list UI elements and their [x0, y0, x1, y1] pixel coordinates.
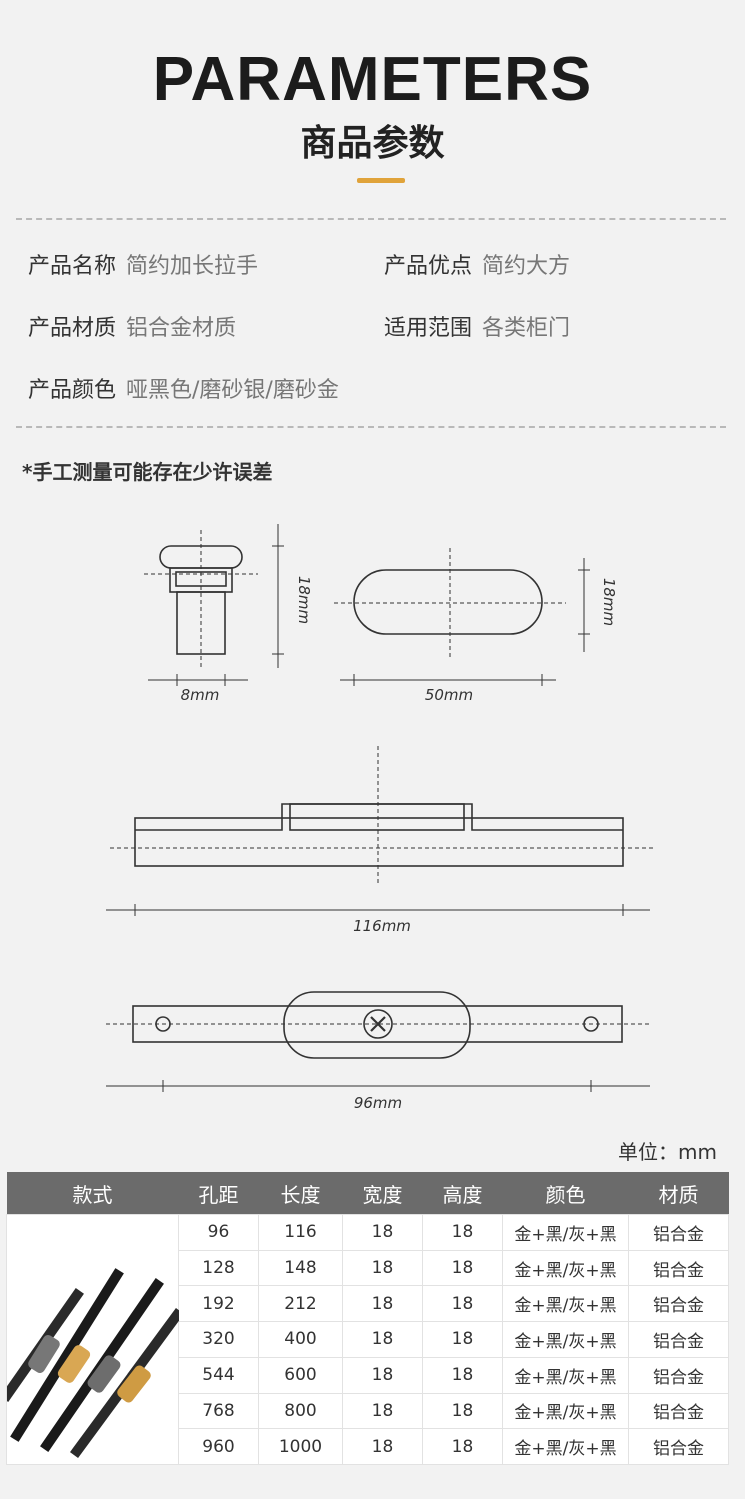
table-row: 96 116 18 18 金+黑/灰+黑 铝合金: [0, 1214, 729, 1465]
cell-hole-distance: 192: [178, 1285, 259, 1323]
technical-drawings: 18mm 8mm 18mm 50mm 116mm 96mm: [106, 524, 654, 1112]
cell-hole-distance: 320: [178, 1321, 259, 1358]
param-label: 产品颜色: [28, 378, 117, 403]
handles-illustration: [0, 1268, 184, 1458]
cell-material: 铝合金: [628, 1428, 729, 1465]
side-width-label: 8mm: [181, 686, 220, 704]
cell-height: 18: [422, 1249, 503, 1287]
cell-color: 金+黑/灰+黑: [502, 1321, 629, 1358]
param-value: 铝合金材质: [126, 316, 237, 341]
col-header: 长度: [258, 1172, 343, 1215]
top-height-label: 18mm: [600, 578, 618, 626]
cell-hole-distance: 960: [178, 1428, 259, 1465]
cell-material: 铝合金: [628, 1356, 729, 1394]
cell-color: 金+黑/灰+黑: [502, 1249, 629, 1287]
param-label: 产品名称: [28, 254, 117, 279]
page-title-cn: 商品参数: [300, 123, 445, 164]
param-label: 产品材质: [28, 316, 117, 341]
table-row: 192 212 18 18 金+黑/灰+黑 铝合金: [7, 1285, 729, 1323]
cell-length: 148: [258, 1249, 343, 1287]
side-height-label: 18mm: [295, 576, 313, 624]
param-value: 哑黑色/磨砂银/磨砂金: [126, 378, 339, 403]
cell-color: 金+黑/灰+黑: [502, 1428, 629, 1465]
spec-table: 款式 孔距 长度 宽度 高度 颜色 材质: [0, 1172, 729, 1465]
cell-length: 600: [258, 1356, 343, 1394]
param-product-advantage: 产品优点简约大方: [384, 248, 570, 280]
col-header: 高度: [422, 1172, 503, 1215]
table-row: 128 148 18 18 金+黑/灰+黑 铝合金: [7, 1249, 729, 1287]
col-header: 孔距: [178, 1172, 259, 1215]
cell-width: 18: [342, 1428, 423, 1465]
cell-width: 18: [342, 1392, 423, 1430]
cell-height: 18: [422, 1321, 503, 1358]
unit-label: 单位：mm: [618, 1140, 717, 1164]
cell-material: 铝合金: [628, 1392, 729, 1430]
param-product-material: 产品材质铝合金材质: [28, 310, 236, 342]
measurement-note: *手工测量可能存在少许误差: [22, 460, 273, 484]
table-header-row: 款式 孔距 长度 宽度 高度 颜色 材质: [6, 1172, 729, 1215]
param-value: 简约大方: [482, 254, 571, 279]
hole-distance-label: 96mm: [354, 1094, 402, 1112]
page-title-en: PARAMETERS: [152, 45, 593, 114]
cell-color: 金+黑/灰+黑: [502, 1214, 629, 1251]
cell-width: 18: [342, 1321, 423, 1358]
cell-color: 金+黑/灰+黑: [502, 1392, 629, 1430]
cell-length: 116: [258, 1214, 343, 1251]
cell-length: 800: [258, 1392, 343, 1430]
cell-width: 18: [342, 1285, 423, 1323]
cell-hole-distance: 768: [178, 1392, 259, 1430]
top-view-drawing: [334, 548, 590, 686]
cell-height: 18: [422, 1214, 503, 1251]
product-image: [0, 1214, 184, 1465]
top-width-label: 50mm: [425, 686, 473, 704]
col-header: 材质: [628, 1172, 729, 1215]
col-header: 颜色: [502, 1172, 629, 1215]
cell-width: 18: [342, 1214, 423, 1251]
param-product-name: 产品名称简约加长拉手: [28, 248, 258, 280]
table-row: 768 800 18 18 金+黑/灰+黑 铝合金: [7, 1392, 729, 1430]
side-view-drawing: [144, 524, 284, 686]
cell-length: 400: [258, 1321, 343, 1358]
divider-top: [16, 218, 726, 220]
cell-material: 铝合金: [628, 1249, 729, 1287]
cell-length: 212: [258, 1285, 343, 1323]
cell-hole-distance: 544: [178, 1356, 259, 1394]
cell-length: 1000: [258, 1428, 343, 1465]
param-application: 适用范围各类柜门: [384, 310, 570, 342]
cell-hole-distance: 96: [178, 1214, 259, 1251]
cell-material: 铝合金: [628, 1321, 729, 1358]
cell-hole-distance: 128: [178, 1249, 259, 1287]
cell-material: 铝合金: [628, 1285, 729, 1323]
cell-height: 18: [422, 1392, 503, 1430]
total-length-label: 116mm: [353, 917, 411, 935]
table-row: 960 1000 18 18 金+黑/灰+黑 铝合金: [7, 1428, 729, 1465]
cell-color: 金+黑/灰+黑: [502, 1356, 629, 1394]
cell-color: 金+黑/灰+黑: [502, 1285, 629, 1323]
param-value: 各类柜门: [482, 316, 571, 341]
cell-height: 18: [422, 1428, 503, 1465]
cell-height: 18: [422, 1356, 503, 1394]
front-view-drawing: [106, 746, 654, 916]
param-label: 产品优点: [384, 254, 473, 279]
col-header: 宽度: [342, 1172, 423, 1215]
param-value: 简约加长拉手: [126, 254, 259, 279]
param-label: 适用范围: [384, 316, 473, 341]
cell-material: 铝合金: [628, 1214, 729, 1251]
bottom-view-drawing: [106, 991, 652, 1092]
accent-divider: [357, 178, 405, 183]
cell-height: 18: [422, 1285, 503, 1323]
param-product-color: 产品颜色哑黑色/磨砂银/磨砂金: [28, 372, 339, 404]
cell-width: 18: [342, 1249, 423, 1287]
divider-bottom: [16, 426, 726, 428]
col-header: 款式: [6, 1172, 179, 1215]
cell-width: 18: [342, 1356, 423, 1394]
